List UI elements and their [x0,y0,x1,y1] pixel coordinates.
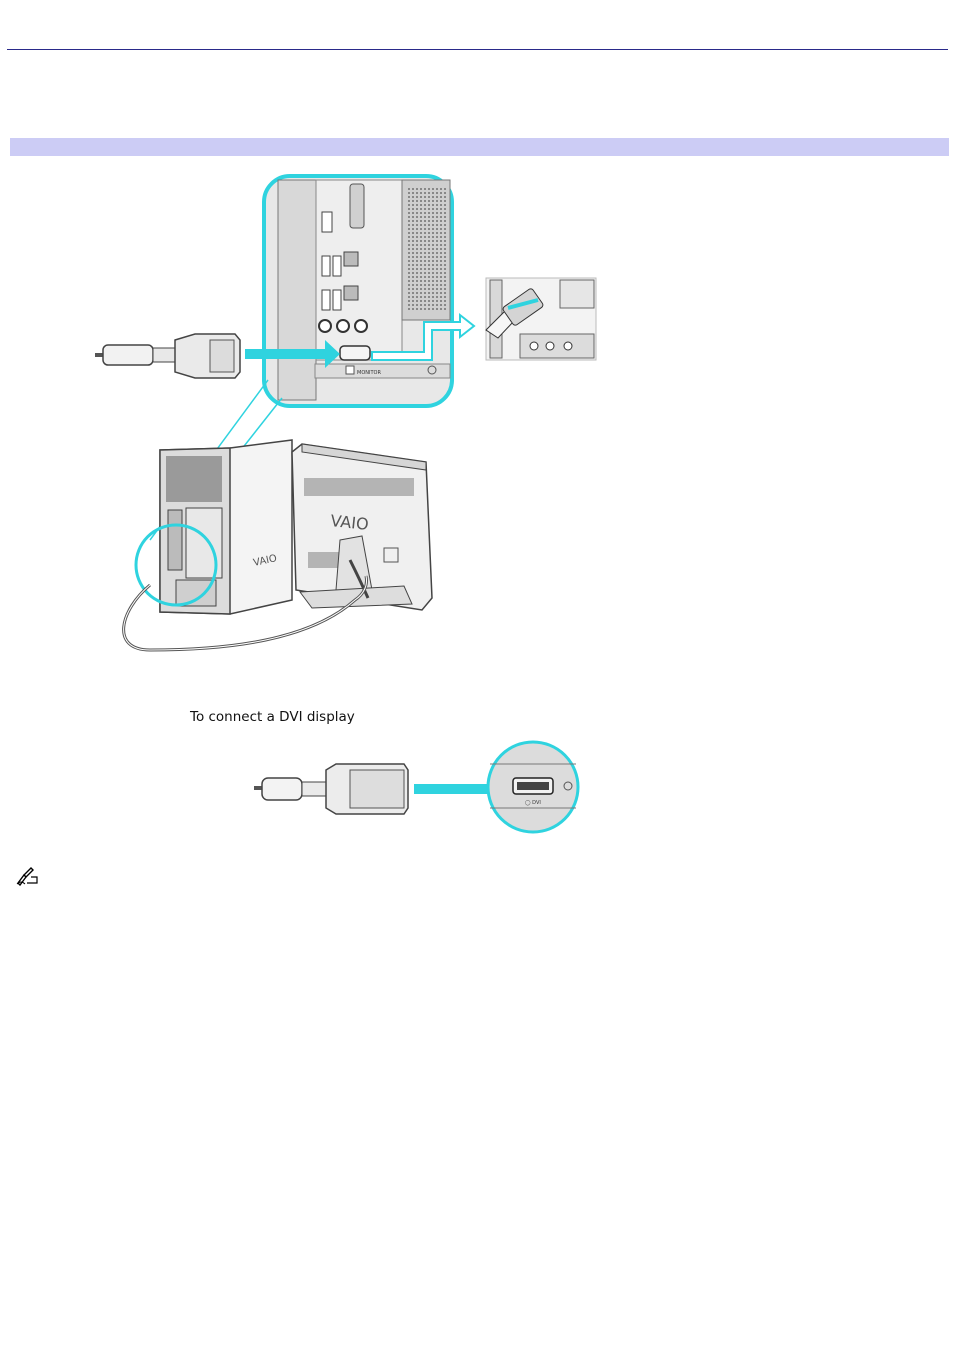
pencil-note-icon [15,866,41,886]
tower-computer: VAIO [136,440,292,614]
dvi-plug [254,764,408,814]
vga-plug [95,334,240,378]
inset-photo [486,278,596,360]
monitor-brand-label: VAIO [330,511,370,534]
dvi-caption: To connect a DVI display [190,709,355,725]
lcd-monitor: VAIO [292,444,432,610]
back-panel-zoom: MONITOR [264,176,452,406]
dvi-arrow [414,775,510,803]
port-label: MONITOR [357,370,381,376]
dvi-port-zoom: ◯ DVI [488,742,578,832]
svg-text:◯ DVI: ◯ DVI [525,800,541,806]
vga-connection-illustration: MONITOR VAI [0,0,954,700]
